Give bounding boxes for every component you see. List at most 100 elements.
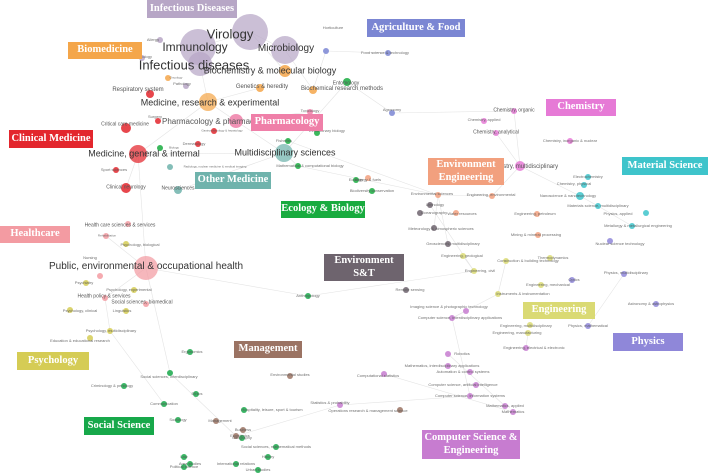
node-label: Nanoscience & nanotechnology [539,193,597,198]
node-bubble [510,409,516,415]
node-bubble [181,464,187,470]
node-label: Law [180,454,188,459]
node-bubble [581,182,587,188]
node-layer [67,14,659,473]
node-bubble [275,144,293,162]
node-bubble [417,210,423,216]
node-label: Entomology [332,80,360,87]
node-bubble [435,192,441,198]
node-label: Oncology [169,75,183,80]
node-bubble [523,345,529,351]
node-label: Mathematics [501,409,525,414]
node-label: Pathology [173,81,191,86]
link-line [597,205,633,227]
node-bubble [121,383,127,389]
node-label: Neurosciences [161,185,195,192]
node-label: Mathematical & computational biology [276,163,344,168]
node-bubble [131,287,137,293]
node-label: Biochemistry & molecular biology [203,65,337,76]
node-bubble [621,271,627,277]
node-label: Construction & building technology [497,258,559,263]
node-label: Urban studies [245,467,271,472]
node-label: Allergy [146,37,160,42]
link-line [437,194,493,197]
link-line [491,165,521,197]
node-label: Physics, applied [603,211,633,216]
node-bubble [403,287,409,293]
node-label: Psychology, biological [120,242,160,247]
legend-social-science: Social Science [84,417,154,435]
node-bubble [471,268,477,274]
node-bubble [576,192,584,200]
node-label: Respiratory system [112,87,164,93]
node-bubble [585,323,591,329]
node-bubble [87,335,93,341]
node-label: Optics [568,277,580,282]
link-line [462,255,475,272]
node-bubble [188,52,212,76]
link-line [137,101,209,155]
node-label: Remote sensing [395,287,425,292]
node-bubble [271,36,299,64]
node-bubble [585,174,591,180]
node-label: Operations research & management science [328,408,408,413]
node-bubble [187,461,193,467]
node-label: Electrochemistry [573,174,603,179]
node-label: Imaging science & photographic technolog… [410,304,488,309]
node-bubble [381,371,387,377]
node-bubble [397,407,403,413]
node-bubble [83,280,89,286]
legend-psychology: Psychology [17,352,89,370]
node-label: Physics, mathematical [568,323,608,328]
node-label: Ethics [191,391,203,396]
node-label: Geography [232,435,252,440]
node-label: Psychology, experimental [106,287,152,292]
node-label: Thermodynamics [537,255,569,260]
link-line [312,50,327,91]
node-label: Gastroenterology & hepatology [201,128,243,133]
legend-other-medicine: Other Medicine [195,172,271,189]
link-line [104,297,111,332]
node-bubble [157,145,163,151]
node-label: Physics, multidisciplinary [603,270,649,275]
node-label: Mathematics, applied [486,403,524,408]
node-bubble [167,164,173,170]
node-label: Engineering, environmental [466,192,516,197]
node-bubble [157,37,163,43]
link-line [437,194,449,245]
legend-healthcare: Healthcare [0,226,70,243]
node-label: Chemistry, analytical [473,129,519,136]
node-label: Horticulture [322,25,344,30]
node-bubble [239,435,245,441]
node-label: Statistics & probability [310,400,350,405]
node-label: Meteorology & atmospheric sciences [408,226,474,231]
node-bubble [369,188,375,194]
node-label: Linguistics [112,308,132,313]
node-bubble [174,186,182,194]
node-label: Economics [230,433,250,438]
node-label: Food science & technology [360,50,410,55]
node-bubble [187,349,193,355]
node-bubble [489,193,495,199]
node-bubble [527,322,533,328]
node-bubble [629,223,635,229]
node-bubble [97,273,103,279]
node-label: Management [208,418,232,423]
node-label: Health policy & services [77,293,131,300]
node-label: Ergonomics [181,349,203,354]
link-line [137,153,147,269]
node-bubble [389,110,395,116]
node-bubble [307,109,313,115]
node-label: Environmental studies [270,372,310,377]
node-bubble [233,433,239,439]
node-label: Psychology, clinical [62,308,98,313]
node-label: Psychiatry [74,280,94,285]
node-bubble [240,427,246,433]
node-label: Biology [169,145,179,150]
node-label: Engineering, mechanical [526,282,570,287]
node-bubble [481,118,487,124]
node-label: Sociology [169,417,187,422]
legend-biomedicine: Biomedicine [68,42,142,59]
